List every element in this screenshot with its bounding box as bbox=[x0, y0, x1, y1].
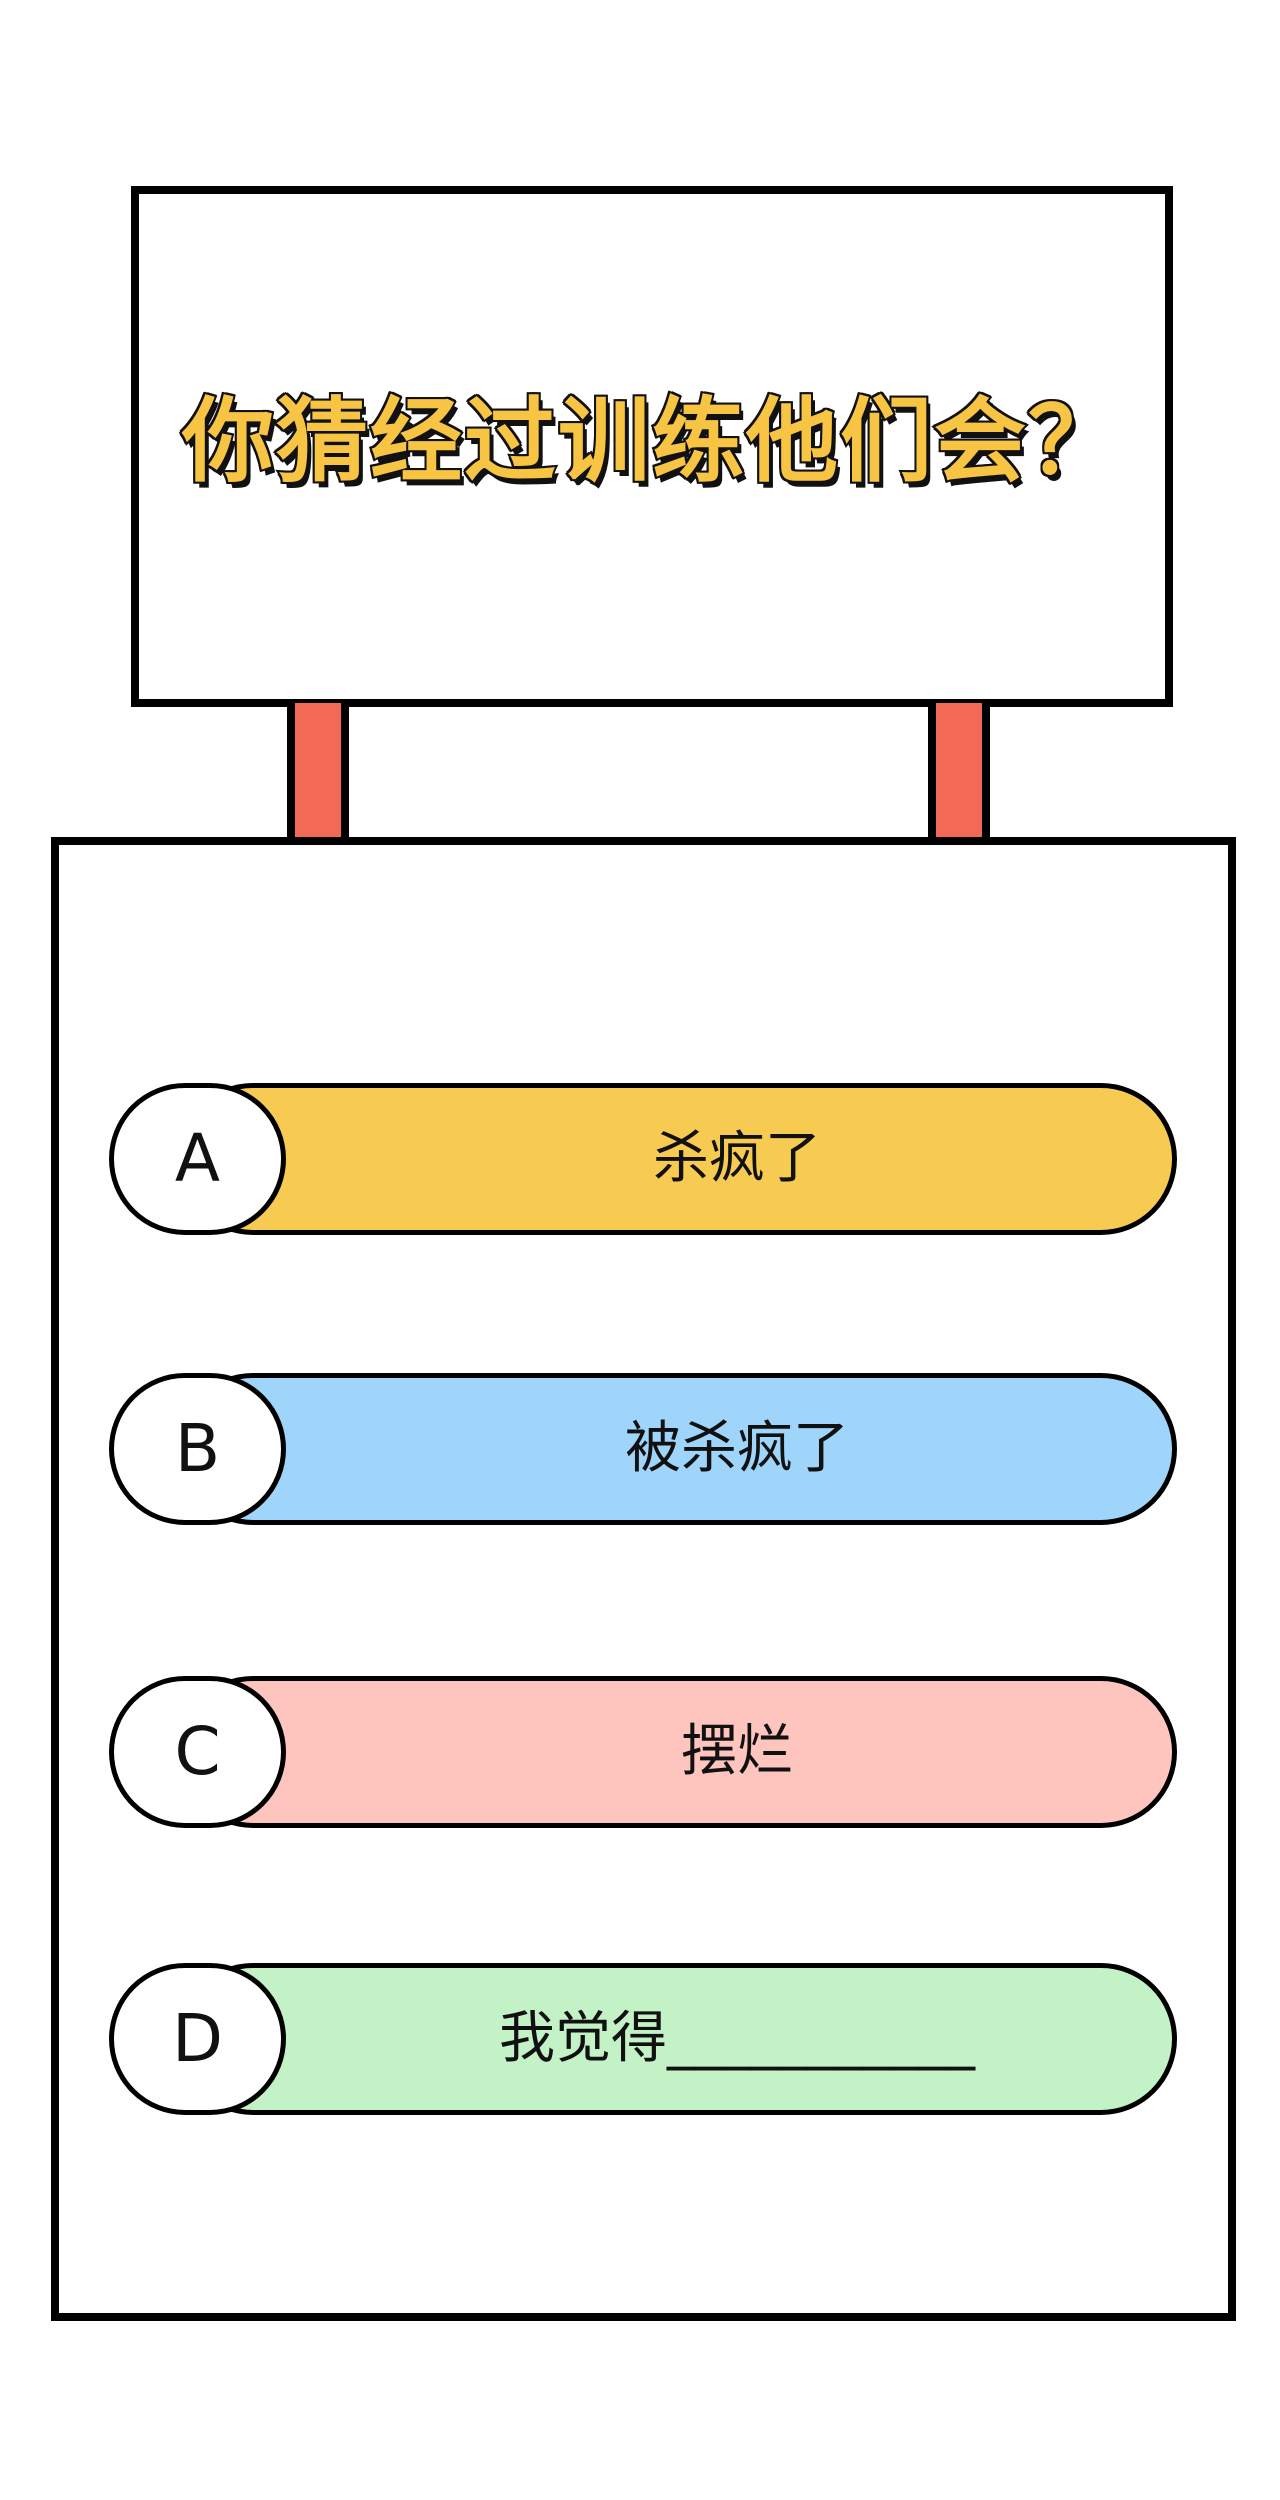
option-text: 我觉得___________ bbox=[499, 2006, 975, 2071]
option-text: 杀疯了 bbox=[653, 1126, 821, 1191]
option-b[interactable]: B 被杀疯了 bbox=[109, 1373, 1177, 1525]
option-letter-badge: D bbox=[109, 1963, 286, 2115]
option-text: 摆烂 bbox=[681, 1719, 793, 1784]
option-bar[interactable]: 被杀疯了 bbox=[177, 1373, 1177, 1525]
option-bar[interactable]: 我觉得___________ bbox=[177, 1963, 1177, 2115]
option-bar[interactable]: 杀疯了 bbox=[177, 1083, 1177, 1235]
option-letter: A bbox=[174, 1120, 221, 1197]
question-sign-board: 你猜经过训练他们会？ bbox=[131, 186, 1173, 707]
question-title: 你猜经过训练他们会？ bbox=[180, 387, 1122, 495]
option-c[interactable]: C 摆烂 bbox=[109, 1676, 1177, 1828]
option-letter-badge: A bbox=[109, 1083, 286, 1235]
option-letter: C bbox=[174, 1713, 221, 1790]
option-letter: B bbox=[174, 1410, 221, 1487]
sign-post-left bbox=[287, 703, 349, 841]
option-d[interactable]: D 我觉得___________ bbox=[109, 1963, 1177, 2115]
option-text: 被杀疯了 bbox=[625, 1416, 849, 1481]
option-a[interactable]: A 杀疯了 bbox=[109, 1083, 1177, 1235]
option-letter-badge: C bbox=[109, 1676, 286, 1828]
option-letter-badge: B bbox=[109, 1373, 286, 1525]
option-letter: D bbox=[172, 2000, 223, 2077]
sign-post-right bbox=[928, 703, 990, 841]
option-bar[interactable]: 摆烂 bbox=[177, 1676, 1177, 1828]
